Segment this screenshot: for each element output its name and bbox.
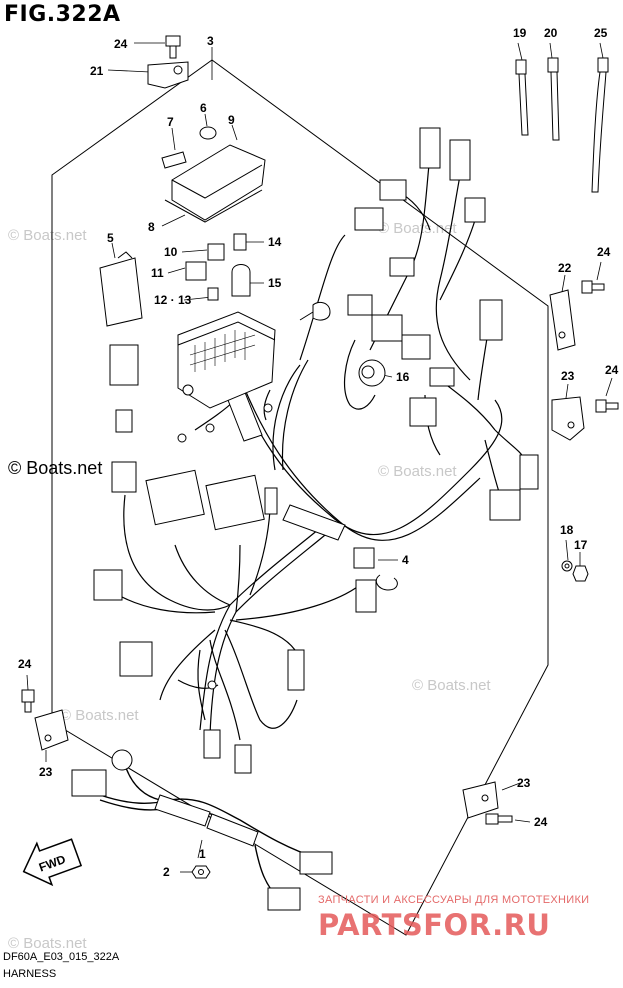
sensor-16 (358, 359, 386, 387)
watermark-text: © Boats.net (378, 463, 457, 480)
misc-components (177, 359, 589, 879)
callout-3: 3 (207, 34, 214, 48)
cap-15 (231, 264, 251, 297)
callout-12-13: 12 · 13 (154, 293, 192, 307)
bolts (21, 35, 619, 825)
relay-11 (185, 261, 207, 281)
bracket-23-bottom (462, 781, 499, 819)
relay-10 (207, 243, 225, 261)
callout-24-bottom: 24 (534, 815, 548, 829)
callout-21: 21 (90, 64, 104, 78)
grommet-6 (199, 126, 217, 140)
watermarks: © Boats.net © Boats.net © Boats.net © Bo… (8, 220, 491, 952)
bolt-24-bottom (485, 813, 513, 825)
cable-ties (515, 57, 609, 193)
bolt-24-left (21, 689, 35, 713)
callout-23-right: 23 (561, 369, 575, 383)
bracket-23-right (551, 396, 585, 441)
bracket-23-left (34, 709, 69, 751)
bolt-24-right-b (595, 399, 619, 413)
watermark-prominent: © Boats.net (8, 458, 102, 478)
callout-24-right-a: 24 (597, 245, 611, 259)
fuse-12-13 (207, 287, 219, 301)
callout-5: 5 (107, 231, 114, 245)
fuse-14 (233, 233, 247, 251)
watermark-text: © Boats.net (378, 220, 457, 237)
watermark-text: © Boats.net (60, 707, 139, 724)
callout-6: 6 (200, 101, 207, 115)
fuse-box (99, 126, 276, 409)
nut-17 (572, 565, 589, 582)
callout-labels: 1 2 3 4 5 6 7 8 9 10 11 12 · 13 14 15 16… (18, 26, 619, 879)
callout-14: 14 (268, 235, 282, 249)
fwd-arrow: FWD (22, 838, 83, 887)
ad-tagline: ЗАПЧАСТИ И АКСЕССУАРЫ ДЛЯ МОТОТЕХНИКИ (318, 894, 590, 906)
connectors (71, 127, 539, 911)
callout-16: 16 (396, 370, 410, 384)
relay-5 (99, 257, 143, 327)
callout-4: 4 (402, 553, 409, 567)
callout-22: 22 (558, 261, 572, 275)
bolt-24-top (165, 35, 181, 59)
callout-24-left: 24 (18, 657, 32, 671)
callout-23-bottom: 23 (517, 776, 531, 790)
watermark-text: © Boats.net (8, 227, 87, 244)
brackets (34, 61, 585, 819)
callout-19: 19 (513, 26, 527, 40)
leader-lines (26, 42, 613, 873)
bolt-24-right-a (581, 280, 605, 294)
figure-caption: HARNESS (3, 968, 57, 980)
callout-7: 7 (167, 115, 174, 129)
callout-18: 18 (560, 523, 574, 537)
clip-7 (161, 151, 187, 169)
fuse-box-cover-9 (171, 144, 266, 221)
callout-8: 8 (148, 220, 155, 234)
callout-1: 1 (199, 847, 206, 861)
harness-sleeves (154, 389, 346, 847)
callout-17: 17 (574, 538, 588, 552)
harness-wires (109, 154, 526, 741)
callout-11: 11 (151, 266, 164, 280)
bracket-21 (147, 61, 189, 89)
callout-23-left: 23 (39, 765, 53, 779)
sub-harness-wires (99, 764, 319, 901)
callout-2: 2 (163, 865, 170, 879)
fuse-box-gasket-8 (164, 189, 263, 223)
callout-15: 15 (268, 276, 282, 290)
figure-title: FIG.322A (4, 2, 121, 27)
callout-10: 10 (164, 245, 178, 259)
watermark-text: © Boats.net (8, 935, 87, 952)
callout-9: 9 (228, 113, 235, 127)
figure-code: DF60A_E03_015_322A (3, 951, 120, 963)
watermark-text: © Boats.net (412, 677, 491, 694)
callout-25: 25 (594, 26, 608, 40)
bracket-22 (549, 289, 576, 351)
ad-logo: PARTSFOR.RU (318, 908, 551, 942)
callout-24-top: 24 (114, 37, 128, 51)
callout-20: 20 (544, 26, 558, 40)
callout-24-right-b: 24 (605, 363, 619, 377)
